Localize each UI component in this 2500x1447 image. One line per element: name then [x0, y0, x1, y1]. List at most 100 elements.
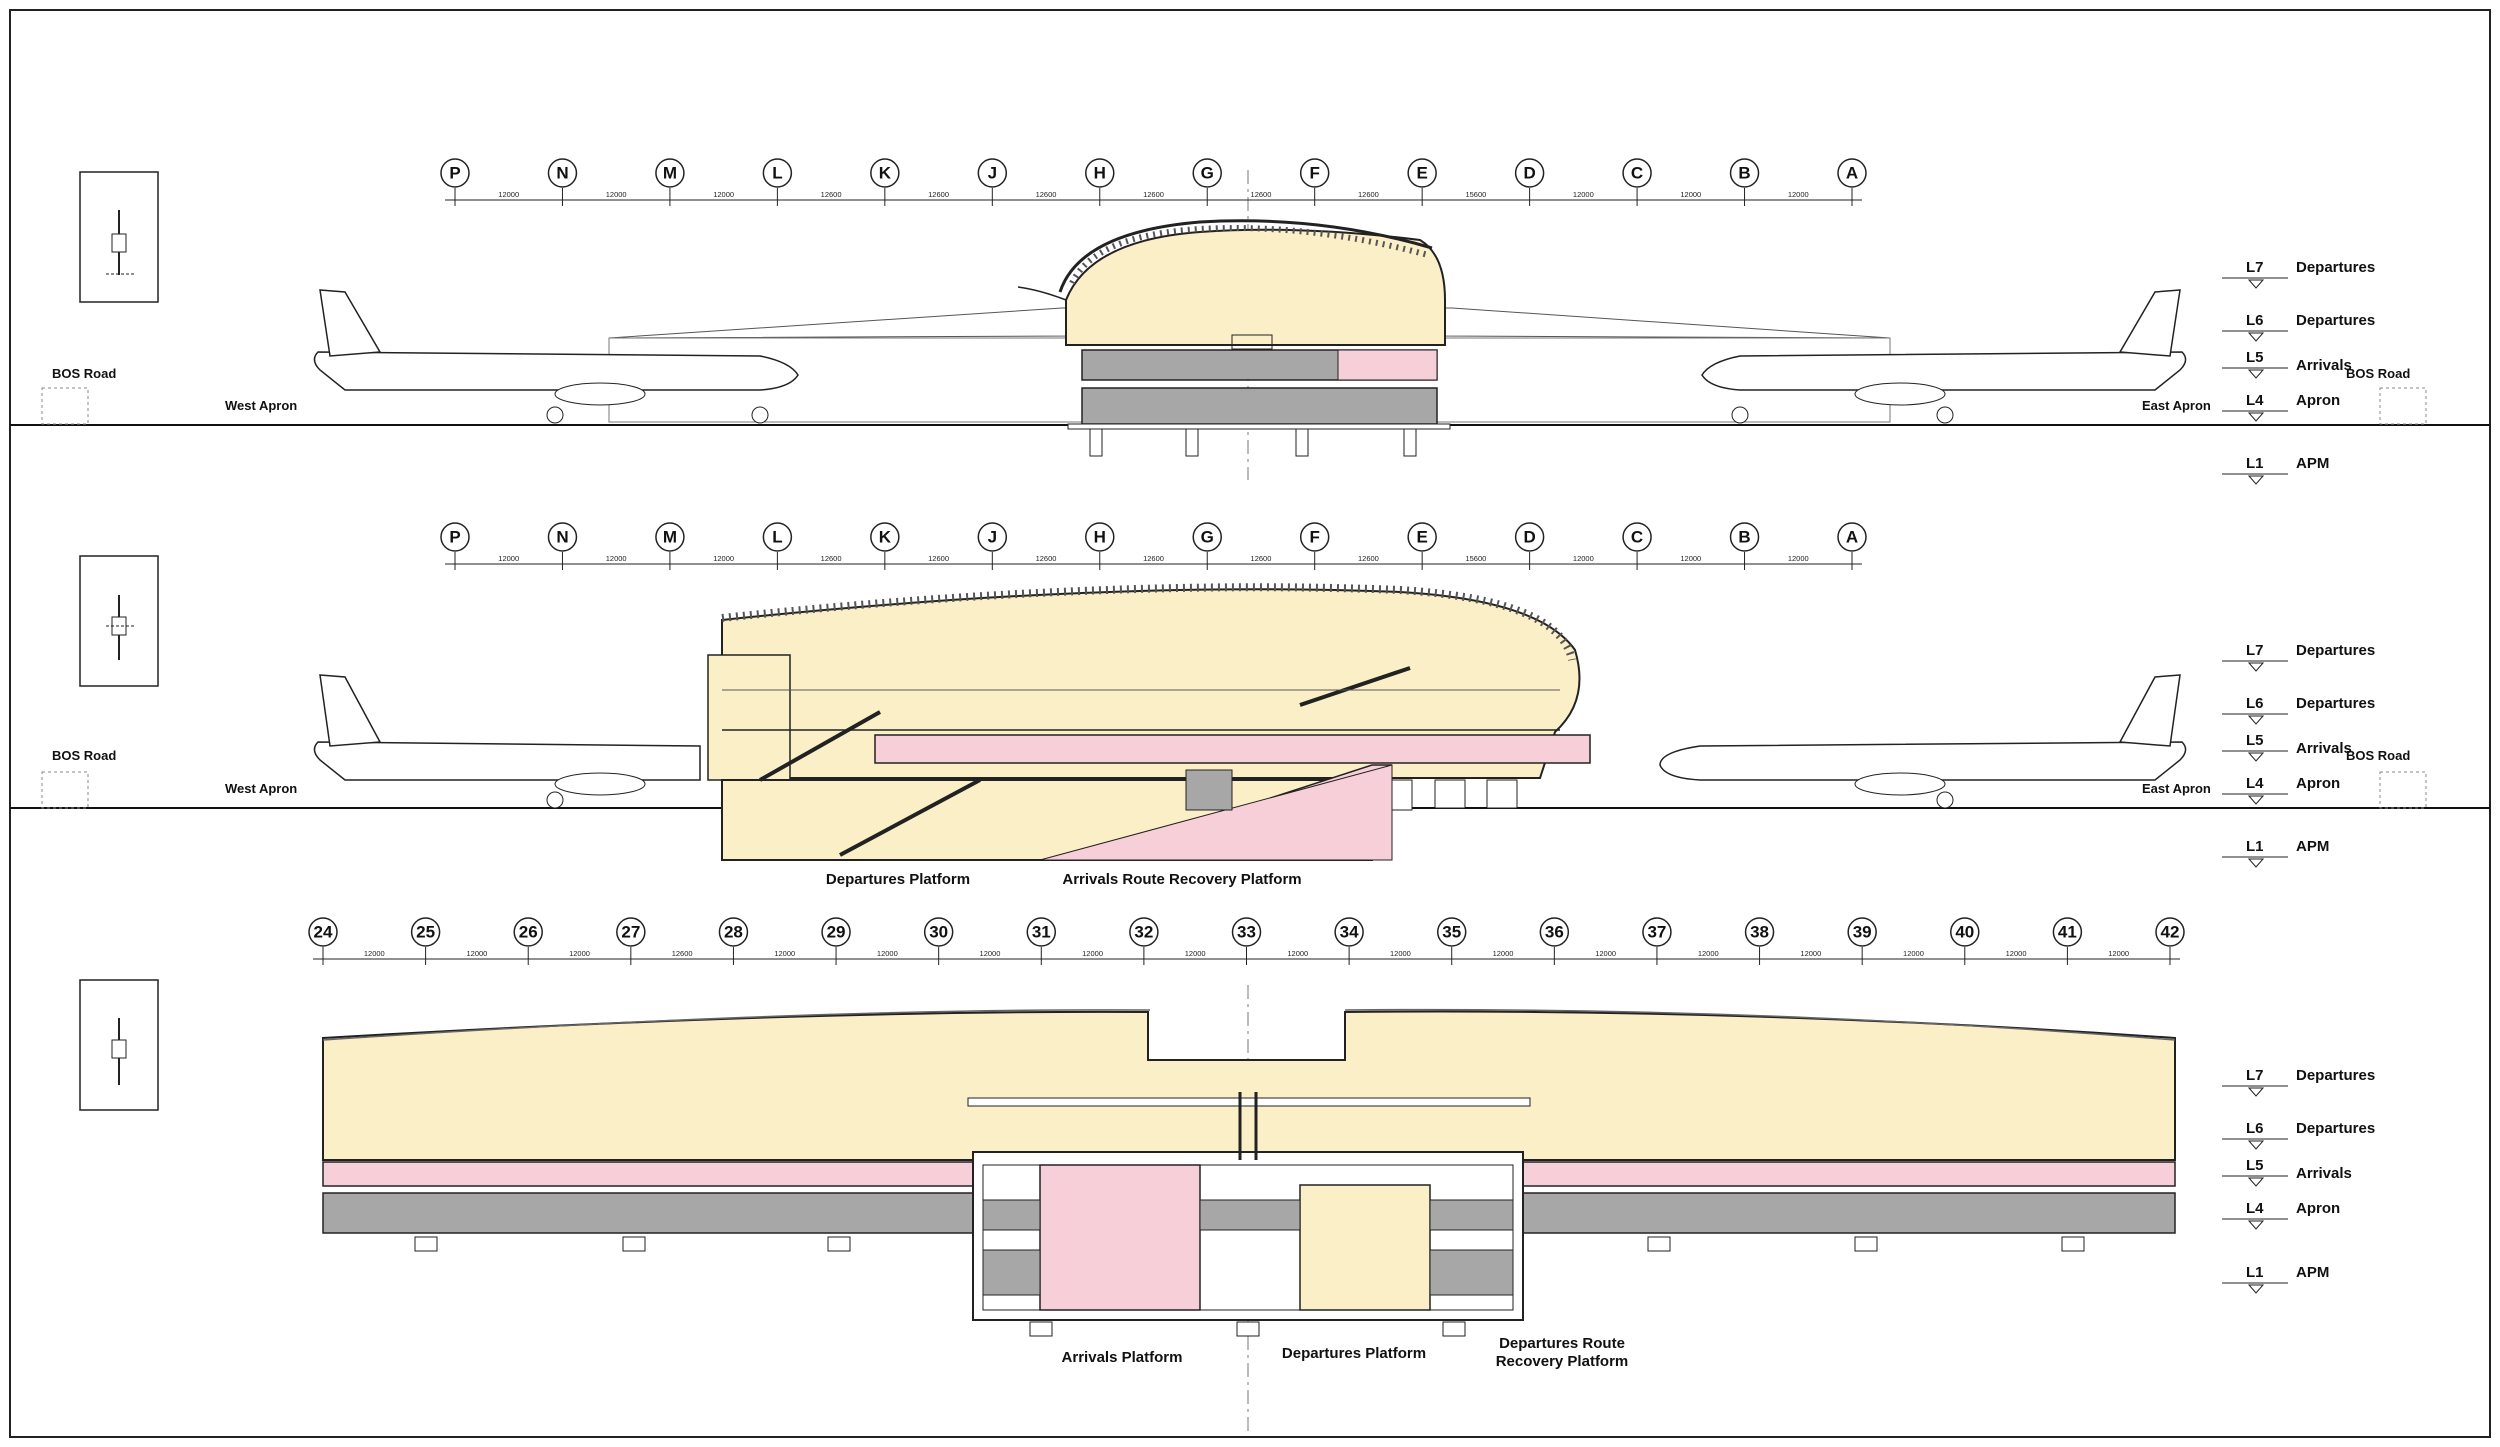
- dimension-label: 12000: [1788, 554, 1809, 563]
- grid-bubble: [1231, 917, 1262, 947]
- grid-bubble: [547, 522, 578, 552]
- level-name: Arrivals: [2296, 357, 2352, 374]
- level-marker-icon: [2247, 332, 2265, 342]
- dimension-label: 12000: [1287, 949, 1308, 958]
- road-box-left-2: [41, 771, 89, 809]
- dimension-label: 12000: [1493, 949, 1514, 958]
- level-code: L7: [2246, 1067, 2264, 1084]
- level-code: L5: [2246, 732, 2264, 749]
- grid-label: M: [663, 528, 677, 547]
- dimension-label: 12600: [1143, 554, 1164, 563]
- level-marker-icon: [2247, 752, 2265, 762]
- level-code: L6: [2246, 312, 2264, 329]
- grid-bubble: [1407, 522, 1437, 552]
- level-marker-icon: [2247, 795, 2265, 805]
- dimension-label: 12000: [2108, 949, 2129, 958]
- dimension-label: 12000: [1680, 554, 1701, 563]
- grid-bubble: [513, 917, 543, 947]
- level-marker-icon: [2247, 1177, 2265, 1187]
- grid-bubble: [308, 917, 338, 947]
- grid-bubble: [1085, 158, 1115, 188]
- dimension-label: 12000: [1390, 949, 1411, 958]
- grid-label: L: [772, 528, 782, 547]
- grid-label: E: [1416, 164, 1427, 183]
- grid-label: N: [556, 164, 568, 183]
- level-code: L7: [2246, 642, 2264, 659]
- grid-label: 35: [1442, 923, 1461, 942]
- dimension-label: 12600: [1036, 190, 1057, 199]
- level-marker-icon: [2247, 1087, 2265, 1097]
- aircraft-west-1: [313, 289, 799, 424]
- level-marker-icon: [2247, 279, 2265, 289]
- dimension-label: 12000: [1788, 190, 1809, 199]
- grid-label: F: [1309, 528, 1319, 547]
- grid-label: C: [1631, 164, 1643, 183]
- level-marker-icon: [2247, 1284, 2265, 1294]
- level-name: Arrivals: [2296, 1165, 2352, 1182]
- grid-label: 42: [2161, 923, 2180, 942]
- dimension-label: 12000: [569, 949, 590, 958]
- road-label-right: BOS Road: [2346, 366, 2410, 381]
- grid-bubble: [1744, 917, 1775, 947]
- dimension-label: 12000: [1573, 554, 1594, 563]
- dimension-label: 12000: [364, 949, 385, 958]
- section-1-building: [608, 219, 1891, 457]
- grid-bubble: [1514, 158, 1545, 188]
- grid-label: 39: [1853, 923, 1872, 942]
- level-code: L6: [2246, 695, 2264, 712]
- grid-bubble: [2052, 917, 2083, 947]
- grid-bubble: [440, 522, 470, 552]
- grid-label: F: [1309, 164, 1319, 183]
- grid-bubble: [977, 522, 1008, 552]
- grid-label: 29: [827, 923, 846, 942]
- aircraft-east-2: [1659, 674, 2187, 809]
- grid-label: 41: [2058, 923, 2077, 942]
- level-name: Apron: [2296, 775, 2340, 792]
- dimension-label: 12000: [606, 554, 627, 563]
- level-code: L4: [2246, 775, 2264, 792]
- platform-label: Arrivals Platform: [1062, 1349, 1183, 1366]
- dimension-label: 15600: [1465, 190, 1486, 199]
- grid-bubble: [870, 158, 900, 188]
- level-code: L1: [2246, 838, 2264, 855]
- grid-bubble: [616, 917, 646, 947]
- apron-label-left: West Apron: [225, 781, 297, 796]
- level-name: Apron: [2296, 1200, 2340, 1217]
- grid-label: E: [1416, 528, 1427, 547]
- grid-bubble: [440, 158, 470, 188]
- grid-label: 31: [1032, 923, 1051, 942]
- grid-label: H: [1094, 528, 1106, 547]
- level-code: L1: [2246, 1264, 2264, 1281]
- grid-bubble: [1085, 522, 1115, 552]
- level-code: L6: [2246, 1120, 2264, 1137]
- level-name: APM: [2296, 838, 2329, 855]
- apron-label-right: East Apron: [2142, 398, 2211, 413]
- road-label-left: BOS Road: [52, 366, 116, 381]
- grid-label: P: [449, 164, 460, 183]
- grid-bubble: [762, 522, 793, 552]
- dimension-label: 12000: [606, 190, 627, 199]
- grid-label: A: [1846, 528, 1858, 547]
- dimension-label: 12000: [1082, 949, 1103, 958]
- level-code: L7: [2246, 259, 2264, 276]
- level-marker-icon: [2247, 858, 2265, 868]
- dimension-label: 12000: [1185, 949, 1206, 958]
- road-box-left-1: [41, 387, 89, 425]
- dimension-label: 12000: [1698, 949, 1719, 958]
- dimension-label: 12000: [1595, 949, 1616, 958]
- level-code: L5: [2246, 349, 2264, 366]
- dimension-label: 12000: [1680, 190, 1701, 199]
- grid-bubble: [1847, 917, 1877, 947]
- key-plan-3: [79, 979, 159, 1111]
- section-3-supports: [414, 1236, 2085, 1337]
- road-box-right-1: [2379, 387, 2427, 425]
- grid-bubble: [547, 158, 578, 188]
- grid-label: K: [879, 164, 892, 183]
- level-marker-icon: [2247, 475, 2265, 485]
- platform-label: Departures Platform: [826, 871, 970, 888]
- grid-bubble: [718, 917, 749, 947]
- grid-label: H: [1094, 164, 1106, 183]
- dimension-label: 12600: [1143, 190, 1164, 199]
- dimension-label: 12600: [1358, 554, 1379, 563]
- grid-label: 28: [724, 923, 743, 942]
